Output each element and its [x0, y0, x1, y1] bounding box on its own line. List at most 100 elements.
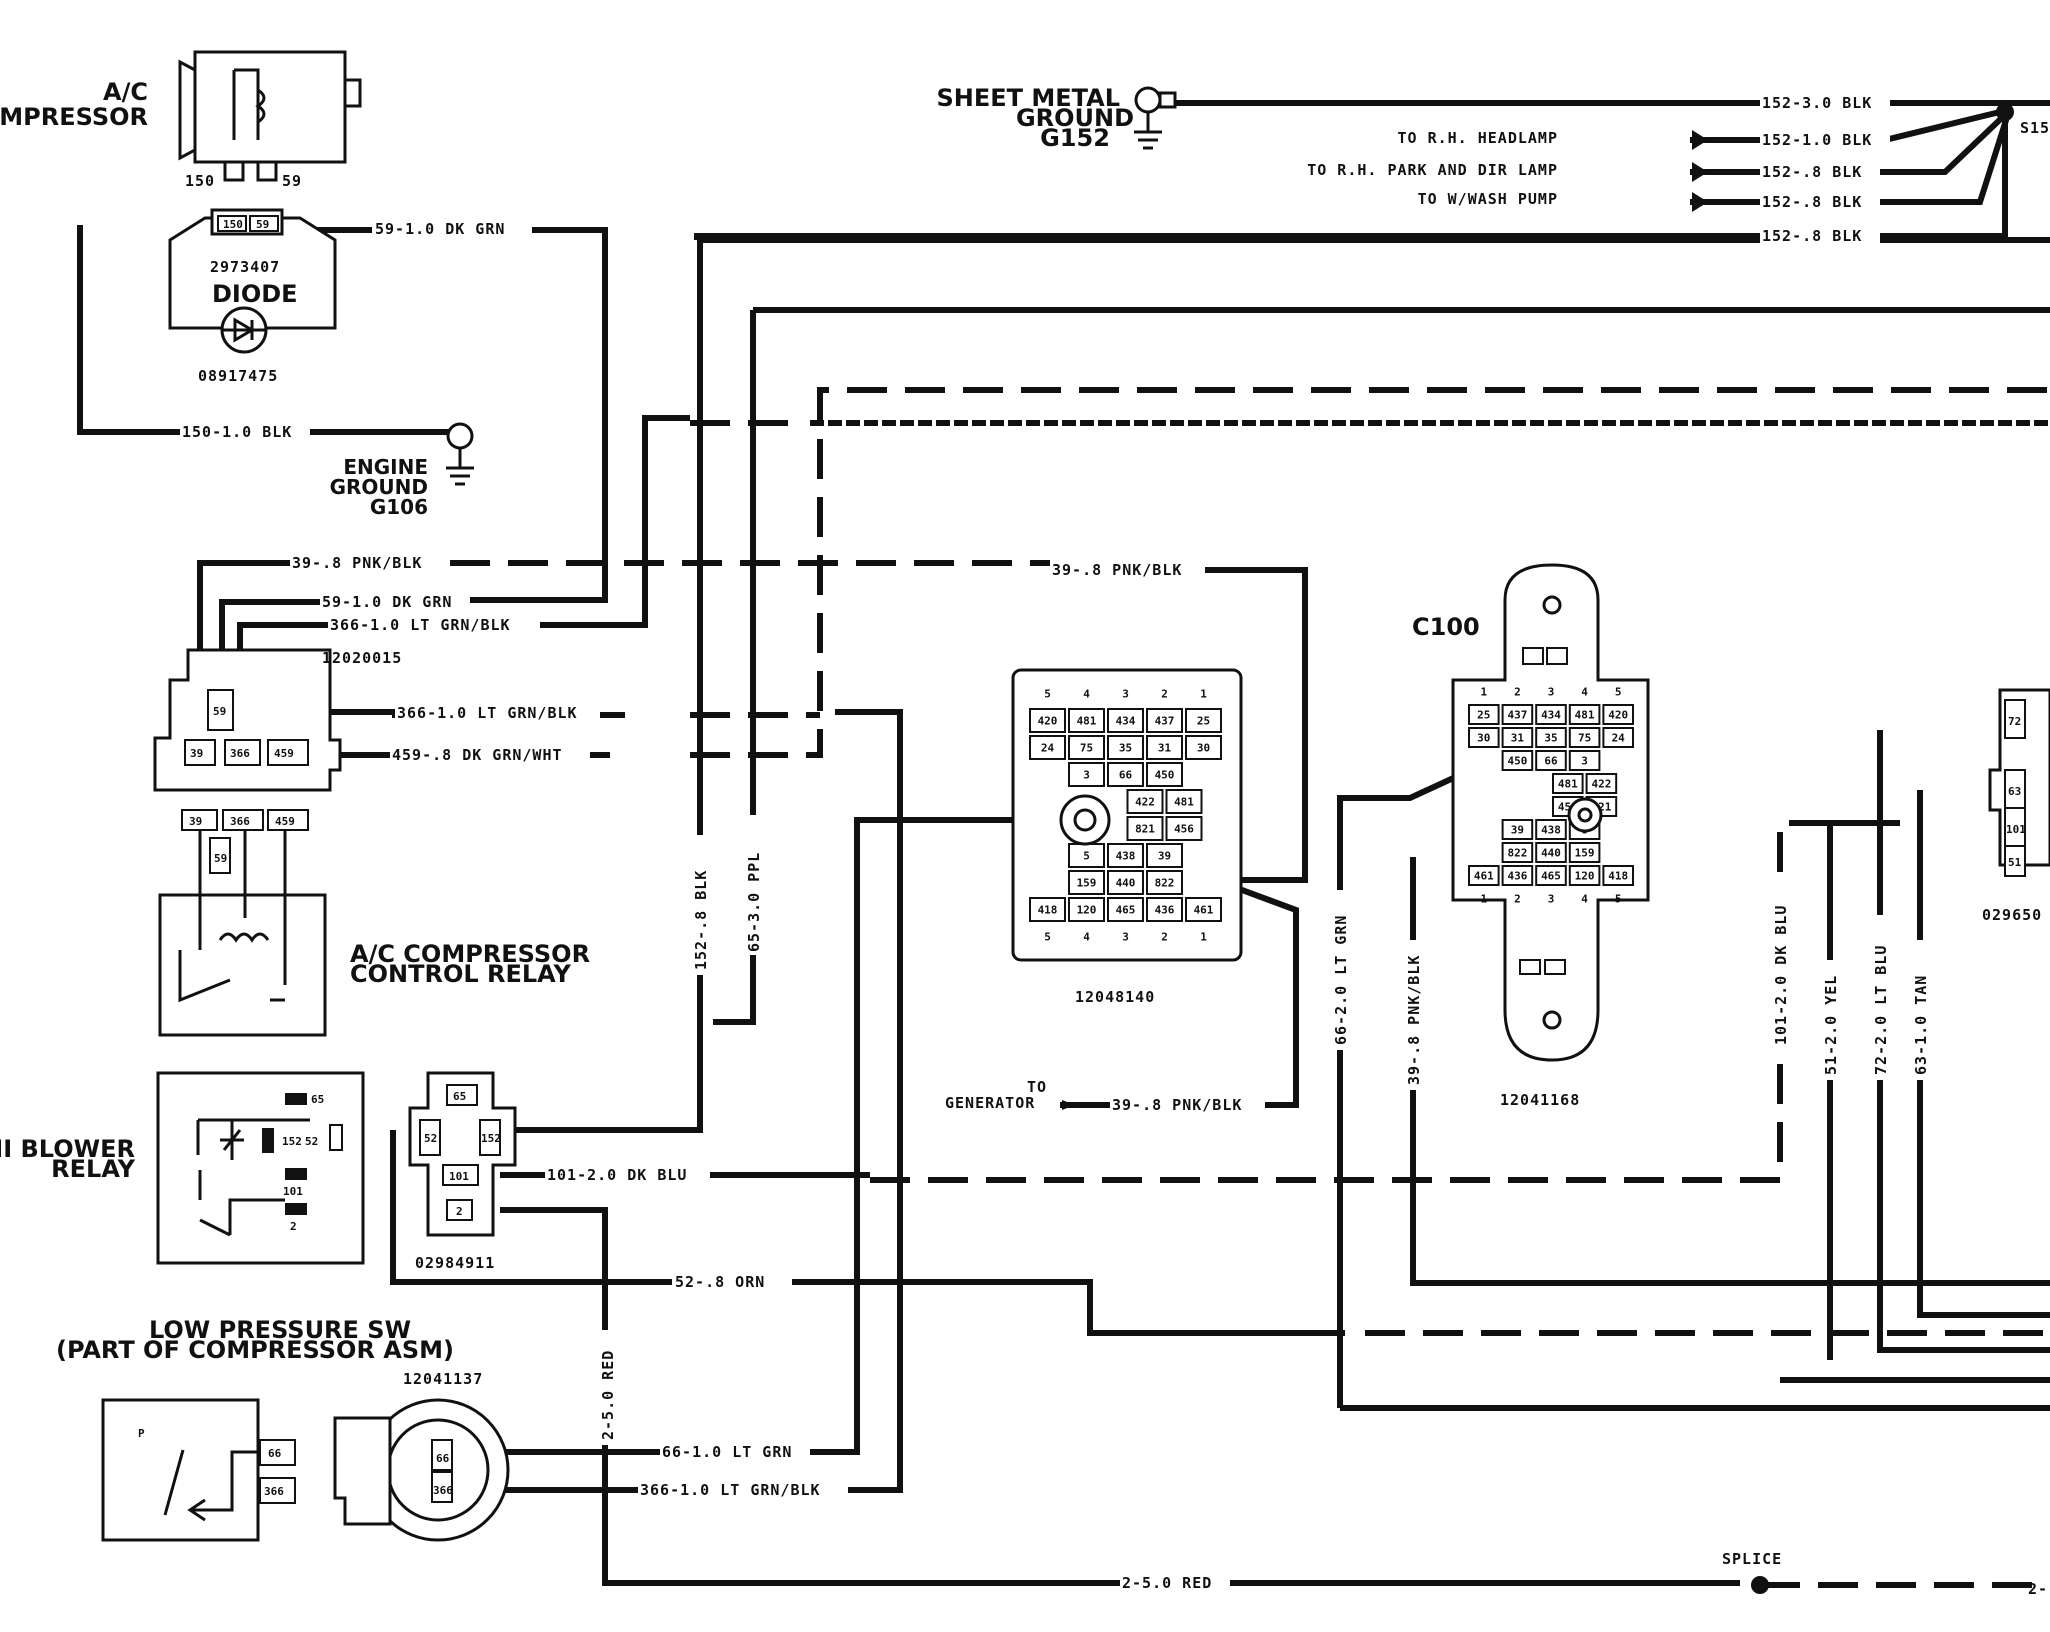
left-block-cell-label: 66 [1119, 769, 1133, 782]
c100-cell-label: 481 [1558, 778, 1578, 791]
c100-cell-label: 481 [1575, 709, 1595, 722]
label-w39-v: 39-.8 PNK/BLK [1405, 955, 1423, 1085]
left-block-cell-label: 35 [1119, 742, 1132, 755]
c100-cell-label: 39 [1511, 824, 1524, 837]
diode: 150 59 2973407 DIODE 08917475 [168, 208, 337, 385]
left-block-cell-label: 1 [1200, 931, 1207, 944]
c100-cell [1501, 842, 1534, 863]
label-w366-c: 366-1.0 LT GRN/BLK [640, 1481, 821, 1499]
engine-ground-l2: GROUND [330, 475, 428, 499]
c100-cell [1535, 704, 1567, 725]
c100-cell [1501, 750, 1534, 771]
diode-title: DIODE [212, 280, 298, 308]
left-block-cell [1146, 897, 1183, 922]
splice-nodes: SPLICE S15 [1722, 103, 2049, 1594]
left-block-cell-label: 465 [1116, 904, 1136, 917]
c100-cell-label: 420 [1608, 709, 1628, 722]
c100-cell-label: 159 [1575, 847, 1595, 860]
c100-cell-label: 822 [1507, 847, 1527, 860]
left-block-cell [1185, 735, 1222, 760]
c100-cell [1501, 865, 1534, 886]
c100-cell [1468, 727, 1500, 748]
c100-cell-label: 422 [1591, 778, 1611, 791]
label-g1: 152-3.0 BLK [1762, 94, 1872, 112]
c100-cell-label: 438 [1541, 824, 1561, 837]
ac-control-relay-pin-459: 459 [275, 815, 295, 828]
left-block-part: 12048140 [1075, 988, 1155, 1006]
left-block-cell-label: 481 [1077, 715, 1097, 728]
wire-2 [500, 1207, 1740, 1586]
relay-connector: 39 366 459 59 12020015 [153, 648, 401, 792]
c100-cell [1468, 704, 1500, 725]
left-block-cell-label: 24 [1041, 742, 1055, 755]
left-block-cell [1107, 870, 1144, 895]
left-block-cell-label: 440 [1116, 877, 1136, 890]
ac-control-relay-title-1: A/C COMPRESSOR [350, 940, 590, 968]
ac-control-relay: 39 366 459 59 A/C COMPRESSOR CONTROL REL… [158, 809, 590, 1037]
blower-connector-pin-52: 52 [424, 1132, 437, 1145]
left-block-cell [1068, 708, 1105, 733]
relay-connector-pin-459: 459 [274, 747, 294, 760]
ac-control-relay-pin-39: 39 [189, 815, 202, 828]
low-pressure-pin-66: 66 [268, 1447, 282, 1460]
right-conn-pin-63: 63 [2008, 785, 2021, 798]
blower-connector-part: 02984911 [415, 1254, 495, 1272]
c100-cell-label: 440 [1541, 847, 1561, 860]
label-w101: 101-2.0 DK BLU [547, 1166, 687, 1184]
hi-blower-pin-2: 2 [290, 1220, 297, 1233]
left-block-cell-label: 1 [1200, 688, 1207, 701]
right-conn-part: 029650 [1982, 906, 2042, 924]
left-block-cell-label: 31 [1158, 742, 1172, 755]
ac-control-relay-pin-59: 59 [214, 852, 227, 865]
sheet-metal-ground-l2: GROUND [1016, 104, 1134, 132]
left-block-cell-label: 5 [1044, 688, 1051, 701]
wire-39-b [1200, 567, 1308, 883]
c100-cell-label: 2 [1514, 686, 1521, 699]
left-block-cell-label: 4 [1083, 688, 1090, 701]
engine-ground-l3: G106 [370, 495, 428, 519]
left-block-cell-label: 159 [1077, 877, 1097, 890]
diode-part-number: 2973407 [210, 258, 280, 276]
left-block-cell-label: 3 [1122, 931, 1129, 944]
wire-65-v2 [713, 310, 756, 1025]
right-conn-pin-72: 72 [2008, 715, 2021, 728]
left-block-cell [1029, 708, 1066, 733]
c100-cell-label: 35 [1544, 732, 1557, 745]
wire-63-v [1917, 790, 2050, 1318]
c100-cell [1535, 865, 1567, 886]
splice-label: SPLICE [1722, 1550, 1782, 1568]
sheet-metal-ground: SHEET METAL GROUND G152 [936, 84, 1177, 152]
c100-cell-label: 4 [1581, 686, 1588, 699]
label-w459: 459-.8 DK GRN/WHT [392, 746, 563, 764]
c100-cell [1501, 819, 1534, 840]
label-w39-gen: 39-.8 PNK/BLK [1112, 1096, 1242, 1114]
left-block-cell [1146, 843, 1183, 868]
right-connector: 72 63 101 51 029650 [1982, 688, 2050, 924]
diode-pin-150: 150 [223, 218, 243, 231]
c100-cell [1602, 704, 1635, 725]
left-block-cell-label: 2 [1161, 931, 1168, 944]
hi-blower-title-2: RELAY [51, 1155, 135, 1183]
diode-part-number-2: 08917475 [198, 367, 278, 385]
hi-blower-title-1: HI BLOWER [0, 1135, 135, 1163]
low-pressure-part: 12041137 [403, 1370, 483, 1388]
c100-cell [1501, 727, 1534, 748]
wire-g5-bus [700, 115, 2008, 239]
c100-cell-label: 450 [1507, 755, 1527, 768]
left-block-cell [1165, 816, 1203, 841]
c100-cell [1568, 842, 1601, 863]
ac-compressor-title-1: A/C [103, 78, 148, 106]
wire-366-a [237, 415, 690, 700]
right-conn-pin-101: 101 [2006, 823, 2026, 836]
left-block-cell-label: 39 [1158, 850, 1171, 863]
wire-52 [390, 1130, 1345, 1336]
blower-connector-pin-152: 152 [481, 1132, 501, 1145]
label-w101-v: 101-2.0 DK BLU [1772, 905, 1790, 1045]
left-block-cell [1068, 870, 1105, 895]
c100-cell-label: 31 [1511, 732, 1525, 745]
label-w51-v: 51-2.0 YEL [1822, 975, 1840, 1075]
ac-compressor: A/C COMPRESSOR 150 59 [0, 50, 362, 190]
